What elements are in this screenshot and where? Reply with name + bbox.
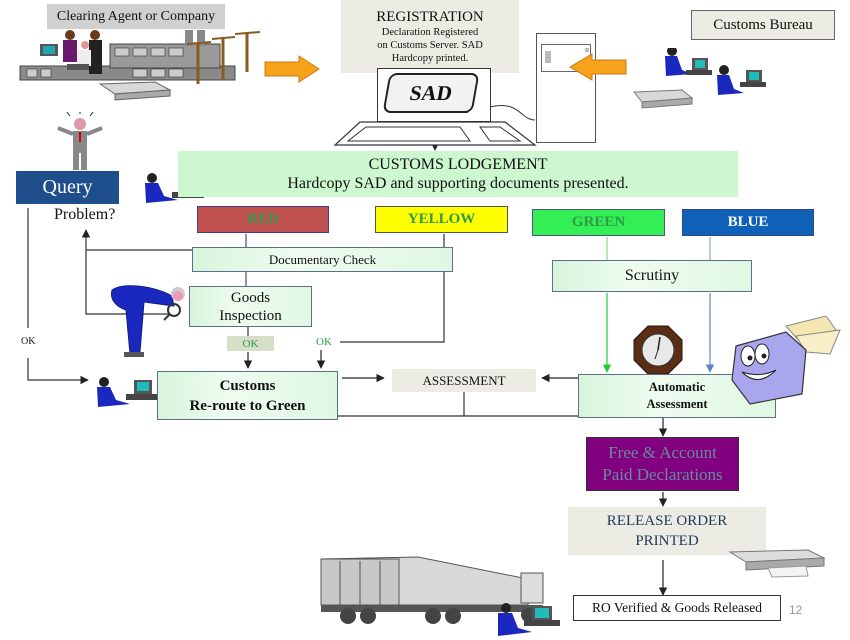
server-cabinet (536, 33, 596, 143)
goods-inspection-line-1: Goods (230, 289, 271, 306)
reroute-operator-icon (97, 377, 158, 407)
channel-yellow: YELLOW (375, 206, 508, 233)
registration-line-2: on Customs Server. SAD (377, 39, 483, 51)
keyboard-icon (333, 121, 537, 146)
auto-assessment-line-1: Automatic (648, 380, 706, 394)
truck-icon (320, 556, 544, 624)
printer-icon (98, 81, 172, 101)
free-account-paid-box: Free & Account Paid Declarations (586, 437, 739, 491)
bureau-staff-icon (632, 48, 766, 109)
release-line-2: PRINTED (635, 533, 699, 549)
goods-inspection-line-2: Inspection (219, 307, 282, 324)
release-operator-icon (498, 603, 560, 636)
registration-box: REGISTRATION Declaration Registered on C… (341, 0, 519, 73)
lodgement-subtitle: Hardcopy SAD and supporting documents pr… (287, 174, 629, 192)
clearing-agent-label: Clearing Agent or Company (47, 4, 225, 29)
clock-icon (633, 325, 683, 375)
auto-assessment-line-2: Assessment (646, 397, 708, 411)
free-line-2: Paid Declarations (602, 465, 723, 484)
reroute-line-1: Customs (219, 377, 276, 394)
arrow-to-problem (81, 229, 192, 251)
channel-green: GREEN (532, 209, 665, 236)
customs-bureau-label: Customs Bureau (691, 10, 835, 40)
release-printer-icon (728, 549, 826, 578)
registration-line-3: Hardcopy printed. (391, 52, 469, 64)
factory-office-icon (19, 30, 261, 84)
assessment-box: ASSESSMENT (392, 369, 536, 392)
problem-label: Problem? (54, 206, 116, 223)
arrow-ok-to-reroute (27, 358, 89, 385)
arrow-left-icon (569, 53, 627, 81)
ok-yellow-label: OK (316, 336, 332, 348)
customs-lodgement-box: CUSTOMS LODGEMENT Hardcopy SAD and suppo… (178, 151, 738, 197)
sad-document: SAD (382, 73, 480, 113)
reroute-line-2: Re-route to Green (189, 397, 306, 414)
documentary-check-box: Documentary Check (192, 247, 453, 272)
registration-line-1: Declaration Registered (381, 26, 479, 38)
monitor-frame: SAD (377, 68, 491, 122)
arrow-right-icon (264, 55, 320, 83)
query-box: Query (16, 171, 119, 204)
registration-title: REGISTRATION (376, 8, 484, 25)
goods-inspection-box: Goods Inspection (189, 286, 312, 327)
inspector-magnifier-icon (111, 285, 185, 357)
channel-red: RED (197, 206, 329, 233)
ok-inspection-label: OK (227, 336, 274, 351)
cartoon-fax-printer-icon (731, 316, 841, 405)
release-line-1: RELEASE ORDER (606, 513, 728, 529)
customs-reroute-box: Customs Re-route to Green (157, 371, 338, 420)
ok-left-label: OK (21, 336, 36, 347)
slide-number: 12 (789, 603, 803, 617)
scrutiny-box: Scrutiny (552, 260, 752, 292)
channel-blue: BLUE (682, 209, 814, 236)
ro-verified-box: RO Verified & Goods Released (573, 595, 781, 621)
release-order-box: RELEASE ORDER PRINTED (568, 507, 766, 555)
lodgement-title: CUSTOMS LODGEMENT (368, 155, 548, 173)
worried-man-icon (57, 112, 103, 170)
free-line-1: Free & Account (608, 443, 717, 462)
